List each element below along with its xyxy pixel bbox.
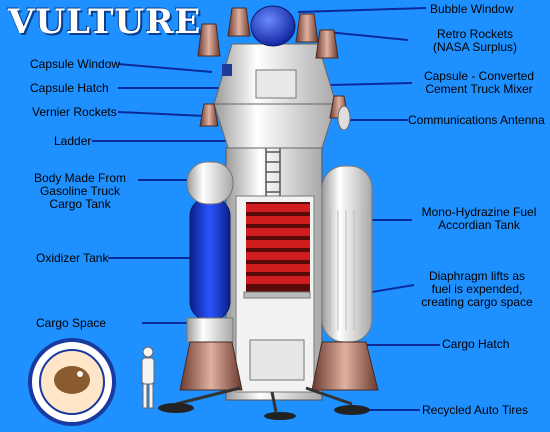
accordion-fuel-tank: [246, 202, 310, 294]
capsule-window: [222, 64, 232, 76]
communications-antenna: [337, 105, 351, 131]
label-oxidizer-tank: Oxidizer Tank: [36, 251, 109, 265]
salvaged-badge: [28, 338, 116, 426]
capsule-lower-cone: [213, 103, 337, 149]
diaphragm: [243, 291, 311, 299]
label-bubble-window: Bubble Window: [430, 2, 514, 16]
label-capsule-converted: Capsule - Converted Cement Truck Mixer: [423, 69, 535, 96]
label-recycled-tires: Recycled Auto Tires: [422, 403, 529, 417]
oxidizer-tank: [189, 197, 231, 321]
left-booster-top: [186, 161, 234, 205]
label-body-made-from: Body Made From Gasoline Truck Cargo Tank: [33, 171, 127, 211]
retro-rockets: [197, 7, 339, 59]
bubble-window: [250, 5, 296, 47]
right-nozzle: [311, 341, 379, 391]
recycled-tires: [158, 403, 370, 420]
label-capsule-window: Capsule Window: [30, 57, 121, 71]
landing-legs: [175, 386, 353, 413]
label-capsule-hatch: Capsule Hatch: [30, 81, 109, 95]
label-vernier-rockets: Vernier Rockets: [32, 105, 117, 119]
page-title: VULTURE: [8, 2, 202, 42]
left-booster-base: [186, 317, 234, 343]
cargo-hatch-frame: [249, 339, 305, 381]
right-booster-ribs: [329, 210, 363, 330]
label-mono-hydrazine: Mono-Hydrazine Fuel Accordian Tank: [421, 205, 537, 232]
label-diaphragm: Diaphragm lifts as fuel is expended, cre…: [421, 269, 533, 309]
label-cargo-hatch: Cargo Hatch: [442, 337, 510, 351]
capsule-hatch: [255, 69, 297, 99]
label-communications-antenna: Communications Antenna: [408, 113, 545, 127]
vulture-mascot-icon: [54, 366, 90, 394]
human-scale-figure: [141, 346, 155, 409]
left-nozzle: [179, 341, 243, 391]
label-ladder: Ladder: [54, 134, 92, 148]
label-cargo-space: Cargo Space: [36, 316, 107, 330]
label-retro-rockets: Retro Rockets (NASA Surplus): [432, 27, 518, 54]
